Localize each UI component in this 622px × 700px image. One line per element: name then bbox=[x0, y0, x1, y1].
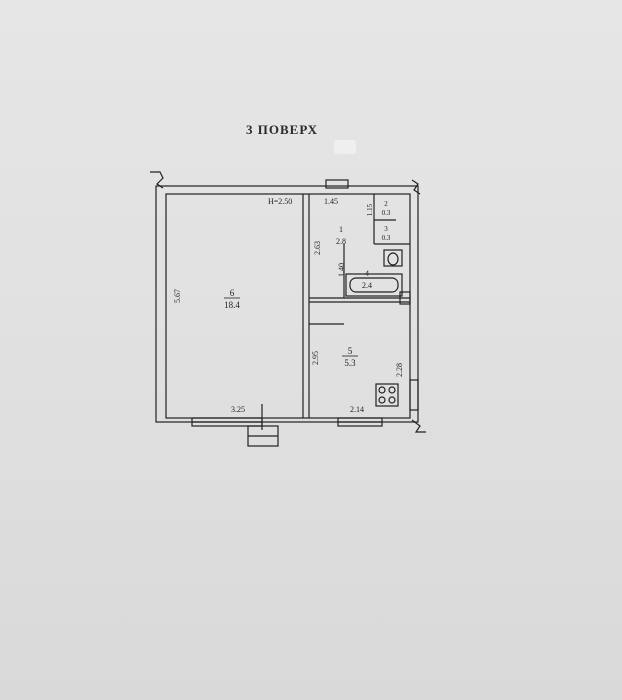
floor-title: 3 ПОВЕРХ bbox=[246, 122, 318, 137]
room-4-area: 2.4 bbox=[362, 281, 372, 290]
room-5-number: 5 bbox=[348, 346, 353, 356]
windows bbox=[191, 379, 419, 427]
room-6-number: 6 bbox=[230, 288, 235, 298]
bathtub-fixture bbox=[345, 273, 403, 297]
dimension-kitchen-width: 2.14 bbox=[350, 405, 364, 414]
dimension-bath-height: 1.40 bbox=[337, 263, 346, 277]
dimension-hall-width: 1.45 bbox=[324, 197, 338, 206]
break-mark-top-right bbox=[411, 179, 421, 195]
room-5-area: 5.3 bbox=[344, 358, 356, 368]
room-4-number: 4 bbox=[365, 269, 369, 278]
break-mark-top-left bbox=[150, 171, 164, 189]
interior-walls bbox=[302, 194, 410, 418]
break-mark-bottom-right bbox=[411, 419, 426, 433]
dimension-hall-height: 2.63 bbox=[313, 241, 322, 255]
room-1-area: 2.8 bbox=[336, 237, 346, 246]
sink-fixture bbox=[399, 291, 411, 305]
room-3-number: 3 bbox=[384, 225, 388, 233]
redaction-mark bbox=[334, 140, 356, 154]
kitchen-stove bbox=[375, 383, 399, 407]
room-2-area: 0.3 bbox=[382, 209, 391, 217]
dimension-wc-height: 1.15 bbox=[366, 203, 374, 216]
room-2-number: 2 bbox=[384, 200, 388, 208]
room-1-number: 1 bbox=[339, 225, 343, 234]
dimension-kitchen-height: 2.95 bbox=[311, 351, 320, 365]
dimension-living-room-width: 3.25 bbox=[231, 405, 245, 414]
ceiling-height-label: Н=2.50 bbox=[268, 197, 292, 206]
outer-walls bbox=[155, 185, 419, 423]
dimension-kitchen-right-height: 2.28 bbox=[395, 363, 404, 377]
ventilation-shaft bbox=[325, 179, 349, 189]
room-6-area: 18.4 bbox=[224, 300, 240, 310]
dimension-living-room-height: 5.67 bbox=[173, 289, 182, 303]
room-3-area: 0.3 bbox=[382, 234, 391, 242]
toilet-fixture bbox=[383, 249, 403, 267]
